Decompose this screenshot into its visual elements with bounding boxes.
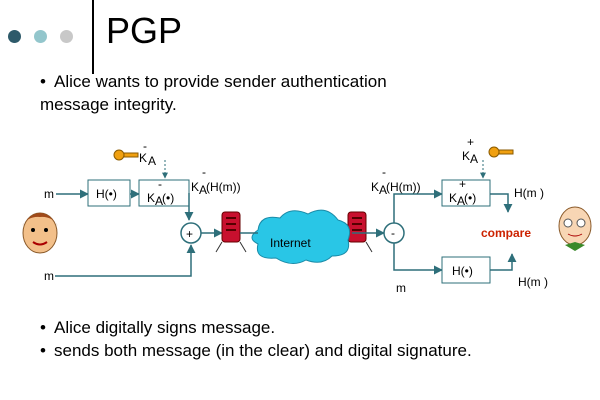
- m-received-label: m: [396, 281, 406, 295]
- svg-text:H(•): H(•): [452, 264, 473, 278]
- svg-text:-: -: [391, 226, 395, 240]
- bullet-line-4: •sends both message (in the clear) and d…: [40, 341, 472, 360]
- dot-gray: [60, 30, 73, 43]
- alice-figure: [22, 212, 58, 254]
- verify-box-bob: [441, 179, 491, 207]
- bullet-line-2: message integrity.: [40, 95, 177, 114]
- m-clear-label: m: [44, 269, 54, 283]
- svg-text:+: +: [459, 177, 466, 191]
- sign-box-label: - K A (•): [147, 177, 174, 208]
- title-divider: [92, 0, 94, 74]
- received-signed-hash-label: - K A (H(m)): [371, 165, 421, 197]
- svg-text:(•): (•): [162, 191, 174, 205]
- bob-figure: [558, 206, 592, 251]
- svg-text:K: K: [191, 180, 199, 194]
- router-alice: [215, 211, 247, 253]
- alice-private-key-label: - K A: [139, 139, 156, 168]
- dot-teal: [34, 30, 47, 43]
- svg-text:(•): (•): [464, 191, 476, 205]
- bottom-bullets: •Alice digitally signs message. •sends b…: [40, 316, 472, 362]
- svg-text:A: A: [379, 183, 387, 197]
- svg-text:H(•): H(•): [96, 187, 117, 201]
- bullet-line-3: •Alice digitally signs message.: [40, 318, 276, 337]
- svg-text:-: -: [158, 177, 162, 191]
- hm-decrypted-label: H(m ): [514, 186, 544, 200]
- bullet-marker: •: [40, 318, 46, 337]
- bullet-line-1: •Alice wants to provide sender authentic…: [40, 72, 387, 91]
- verify-box-label: + K A (•): [449, 177, 476, 208]
- router-bob: [341, 211, 373, 253]
- hash-box-alice: [87, 179, 131, 207]
- hash-box-bob: [441, 256, 491, 284]
- svg-text:+: +: [467, 135, 474, 149]
- svg-text:Internet: Internet: [270, 236, 311, 250]
- svg-text:A: A: [155, 194, 163, 208]
- sign-box-alice: [138, 179, 190, 207]
- slide-title: PGP: [106, 10, 183, 51]
- bullet-marker: •: [40, 341, 46, 360]
- svg-text:A: A: [457, 194, 465, 208]
- m-input-label: m: [44, 187, 54, 201]
- svg-text:+: +: [186, 227, 193, 241]
- svg-text:K: K: [462, 149, 470, 163]
- svg-text:-: -: [143, 139, 147, 153]
- dot-dark: [8, 30, 21, 43]
- svg-text:A: A: [470, 152, 478, 166]
- svg-text:(H(m)): (H(m)): [386, 180, 421, 194]
- alice-public-key-label: + K A: [462, 135, 478, 166]
- svg-text:-: -: [382, 165, 386, 179]
- svg-text:K: K: [371, 180, 379, 194]
- svg-text:A: A: [199, 183, 207, 197]
- svg-text:K: K: [147, 191, 155, 205]
- signed-hash-label: - K A (H(m)): [191, 165, 241, 197]
- svg-text:A: A: [148, 154, 156, 168]
- compare-label: compare: [481, 226, 531, 240]
- hm-computed-label: H(m ): [518, 275, 548, 289]
- public-key-icon: [488, 146, 514, 158]
- svg-text:K: K: [449, 191, 457, 205]
- svg-text:K: K: [139, 151, 147, 165]
- svg-text:-: -: [202, 165, 206, 179]
- private-key-icon: [113, 149, 139, 161]
- top-bullets: •Alice wants to provide sender authentic…: [40, 70, 387, 116]
- internet-cloud: Internet: [251, 209, 351, 264]
- bullet-marker: •: [40, 72, 46, 91]
- svg-text:(H(m)): (H(m)): [206, 180, 241, 194]
